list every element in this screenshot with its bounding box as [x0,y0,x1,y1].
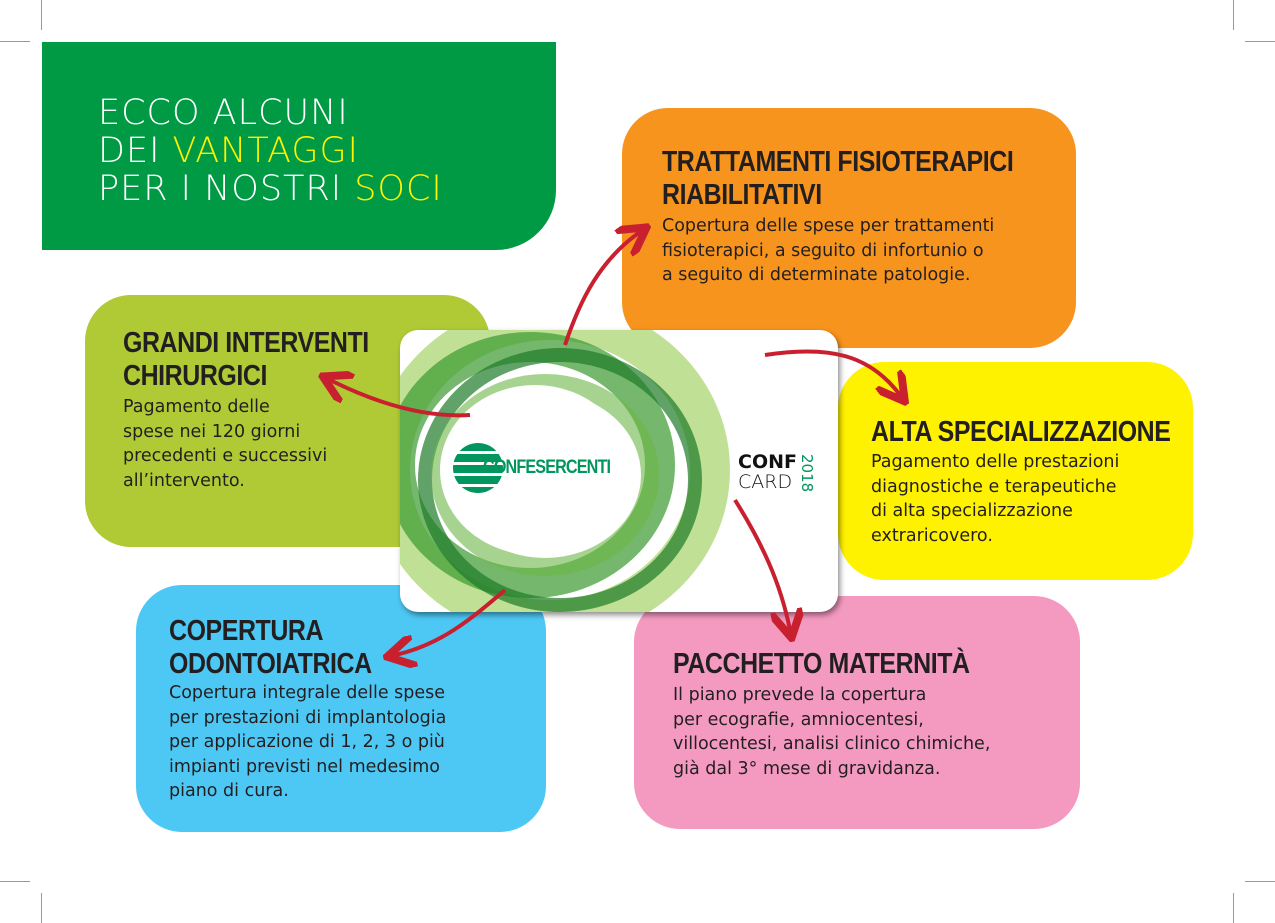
title-line: CHIRURGICI [123,360,267,392]
header-banner: ECCO ALCUNI DEI VANTAGGI PER I NOSTRI SO… [42,42,556,250]
benefit-body: Pagamento delle prestazioni diagnostiche… [871,452,1120,546]
benefit-maternity: PACCHETTO MATERNITÀ Il piano prevede la … [634,596,1080,829]
header-line: DEI VANTAGGI [98,132,443,170]
logo-globe-icon [453,443,503,493]
benefit-title: ALTA SPECIALIZZAZIONE [871,416,1171,448]
crop-mark [1245,41,1275,42]
header-line: ECCO ALCUNI [98,93,349,133]
crop-mark [0,881,30,882]
crop-mark [1245,881,1275,882]
header-highlight: VANTAGGI [172,131,359,171]
card-name: CONF [738,451,797,473]
logo-text: CONFESERCENTI [483,457,611,478]
confesercenti-logo: CONFESERCENTI [453,443,633,493]
confcard: CONFESERCENTI CONF CARD 2018 [400,330,838,612]
benefit-body: Pagamento delle spese nei 120 giorni pre… [123,397,328,491]
card-name: CARD [738,471,793,493]
crop-mark [1233,893,1234,923]
header-line: PER I NOSTRI SOCI [98,170,443,208]
benefit-body: Copertura delle spese per trattamenti fi… [662,216,995,285]
confcard-wordmark: CONF CARD [738,452,797,492]
title-line: GRANDI INTERVENTI [123,327,369,359]
benefit-title: PACCHETTO MATERNITÀ [673,648,970,680]
header-highlight: SOCI [354,169,443,209]
title-line: TRATTAMENTI FISIOTERAPICI [662,146,1014,178]
crop-mark [41,0,42,30]
benefit-body: Il piano prevede la copertura per ecogra… [673,685,991,779]
header-text: PER I NOSTRI [98,169,355,209]
crop-mark [0,41,30,42]
card-year: 2018 [798,454,816,493]
title-line: COPERTURA [169,615,324,647]
crop-mark [1233,0,1234,30]
header-text: DEI [98,131,173,171]
title-line: RIABILITATIVI [662,179,822,211]
benefit-body: Copertura integrale delle spese per pres… [169,683,447,801]
green-swirl-graphic [400,330,730,612]
crop-mark [41,893,42,923]
title-line: ODONTOIATRICA [169,648,372,680]
header-title: ECCO ALCUNI DEI VANTAGGI PER I NOSTRI SO… [98,94,443,208]
benefit-specialization: ALTA SPECIALIZZAZIONE Pagamento delle pr… [838,362,1193,580]
